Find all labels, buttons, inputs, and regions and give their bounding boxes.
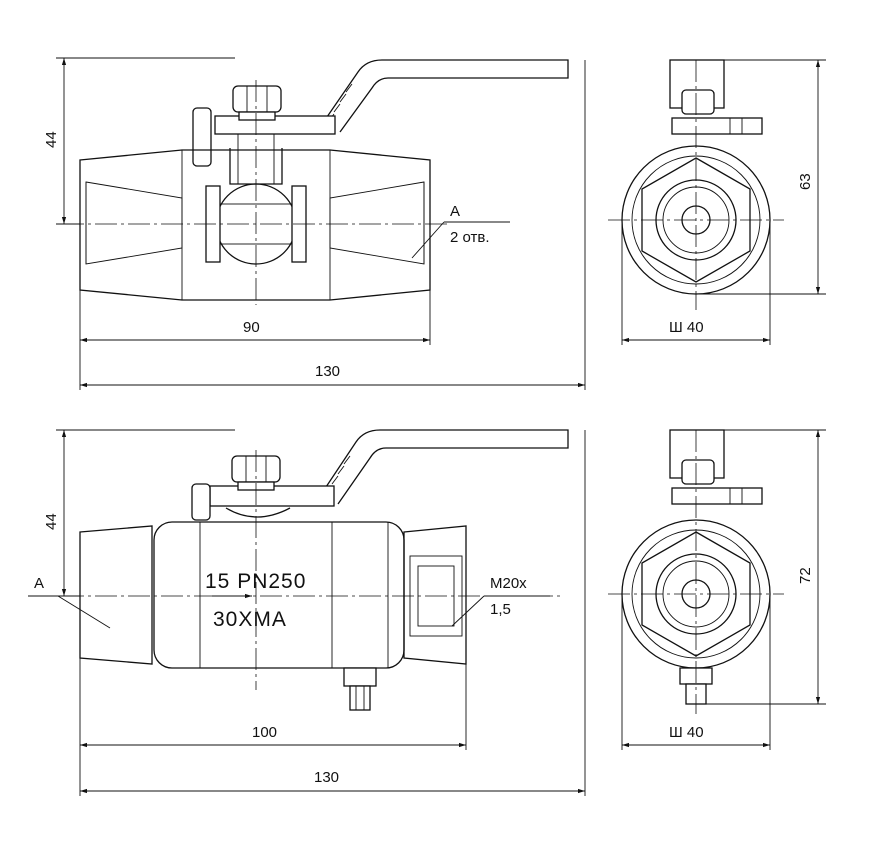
dimension-130-top: 130 [79, 60, 586, 390]
dimension-63: 63 [696, 59, 826, 295]
callout-note: 2 отв. [450, 229, 490, 246]
handle-side [669, 429, 725, 479]
side-view-bottom: 72 Ш 40 [608, 429, 826, 750]
dim-inner-label: 90 [243, 319, 260, 336]
valve-body-section [79, 134, 431, 301]
thread-pitch: 1,5 [490, 601, 511, 618]
front-view-top: 44 90 130 A 2 отв. [43, 57, 586, 390]
valve-body [79, 521, 467, 711]
dim-total-label: 130 [314, 769, 339, 786]
dimension-72: 72 [706, 429, 826, 705]
dim-height-label: 44 [43, 513, 60, 530]
thread-size: M20x [490, 575, 527, 592]
dim-height-label: 63 [797, 173, 814, 190]
callout-a-top: A 2 отв. [411, 203, 510, 259]
front-view-bottom: 15 PN250 30XMA 44 100 130 [28, 429, 586, 796]
dimension-44-bottom: 44 [43, 429, 235, 597]
dim-width-label: Ш 40 [669, 319, 704, 336]
callout-a-bottom: A [28, 575, 111, 629]
dimension-width-40-bottom: Ш 40 [621, 594, 771, 750]
dimension-90: 90 [79, 290, 431, 345]
marking-size-pressure: 15 PN250 [205, 570, 306, 593]
thread-callout: M20x 1,5 [451, 575, 550, 627]
stop-pin [192, 107, 212, 167]
dimension-100: 100 [79, 658, 467, 750]
marking-material: 30XMA [213, 608, 287, 631]
callout-letter: A [450, 203, 460, 220]
side-view-top: 63 Ш 40 [608, 59, 826, 345]
dimension-44-top: 44 [43, 57, 235, 225]
dimension-width-40-top: Ш 40 [621, 220, 771, 345]
dim-height-label: 72 [797, 567, 814, 584]
dim-total-label: 130 [315, 363, 340, 380]
stop-pin [191, 483, 211, 521]
dim-width-label: Ш 40 [669, 724, 704, 741]
body-marking: 15 PN250 30XMA [205, 570, 306, 631]
hex-outline [641, 157, 751, 283]
stem-nut [232, 85, 282, 121]
dim-height-label: 44 [43, 131, 60, 148]
callout-letter: A [34, 575, 44, 592]
dim-inner-label: 100 [252, 724, 277, 741]
dimension-130-bottom: 130 [79, 430, 586, 796]
